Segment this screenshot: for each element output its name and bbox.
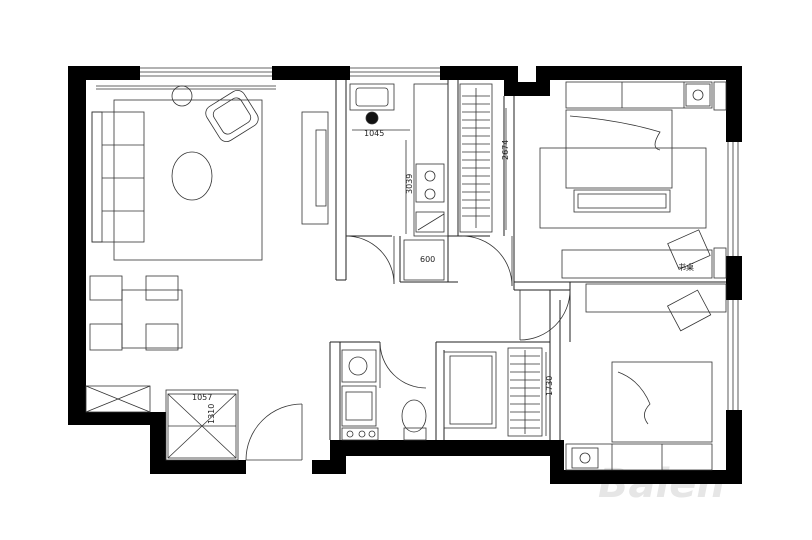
windows — [140, 67, 739, 410]
interior-walls — [329, 80, 726, 440]
second-bedroom — [565, 283, 727, 471]
storage-width-label: 1057 — [192, 393, 212, 402]
kitchen-door — [345, 235, 395, 285]
hall-door — [461, 235, 513, 287]
kitchen-depth-label: 3039 — [405, 174, 414, 194]
entrance-door — [245, 403, 303, 461]
master-bedroom — [505, 81, 727, 279]
bathroom — [341, 347, 547, 441]
living-room — [85, 85, 329, 461]
bedroom-door — [519, 289, 571, 341]
bath-depth-label: 1730 — [545, 376, 554, 396]
wardrobe-hall — [459, 83, 493, 233]
bathroom-door — [379, 341, 427, 389]
storage-depth-label: 1310 — [207, 404, 216, 424]
exterior-walls — [68, 66, 742, 484]
bedroom-depth-label: 2674 — [501, 140, 510, 160]
desk-note: 书桌 — [678, 262, 694, 272]
kitchen — [349, 83, 449, 281]
kitchen-counter-label: 600 — [420, 255, 435, 264]
kitchen-width-label: 1045 — [364, 129, 384, 138]
